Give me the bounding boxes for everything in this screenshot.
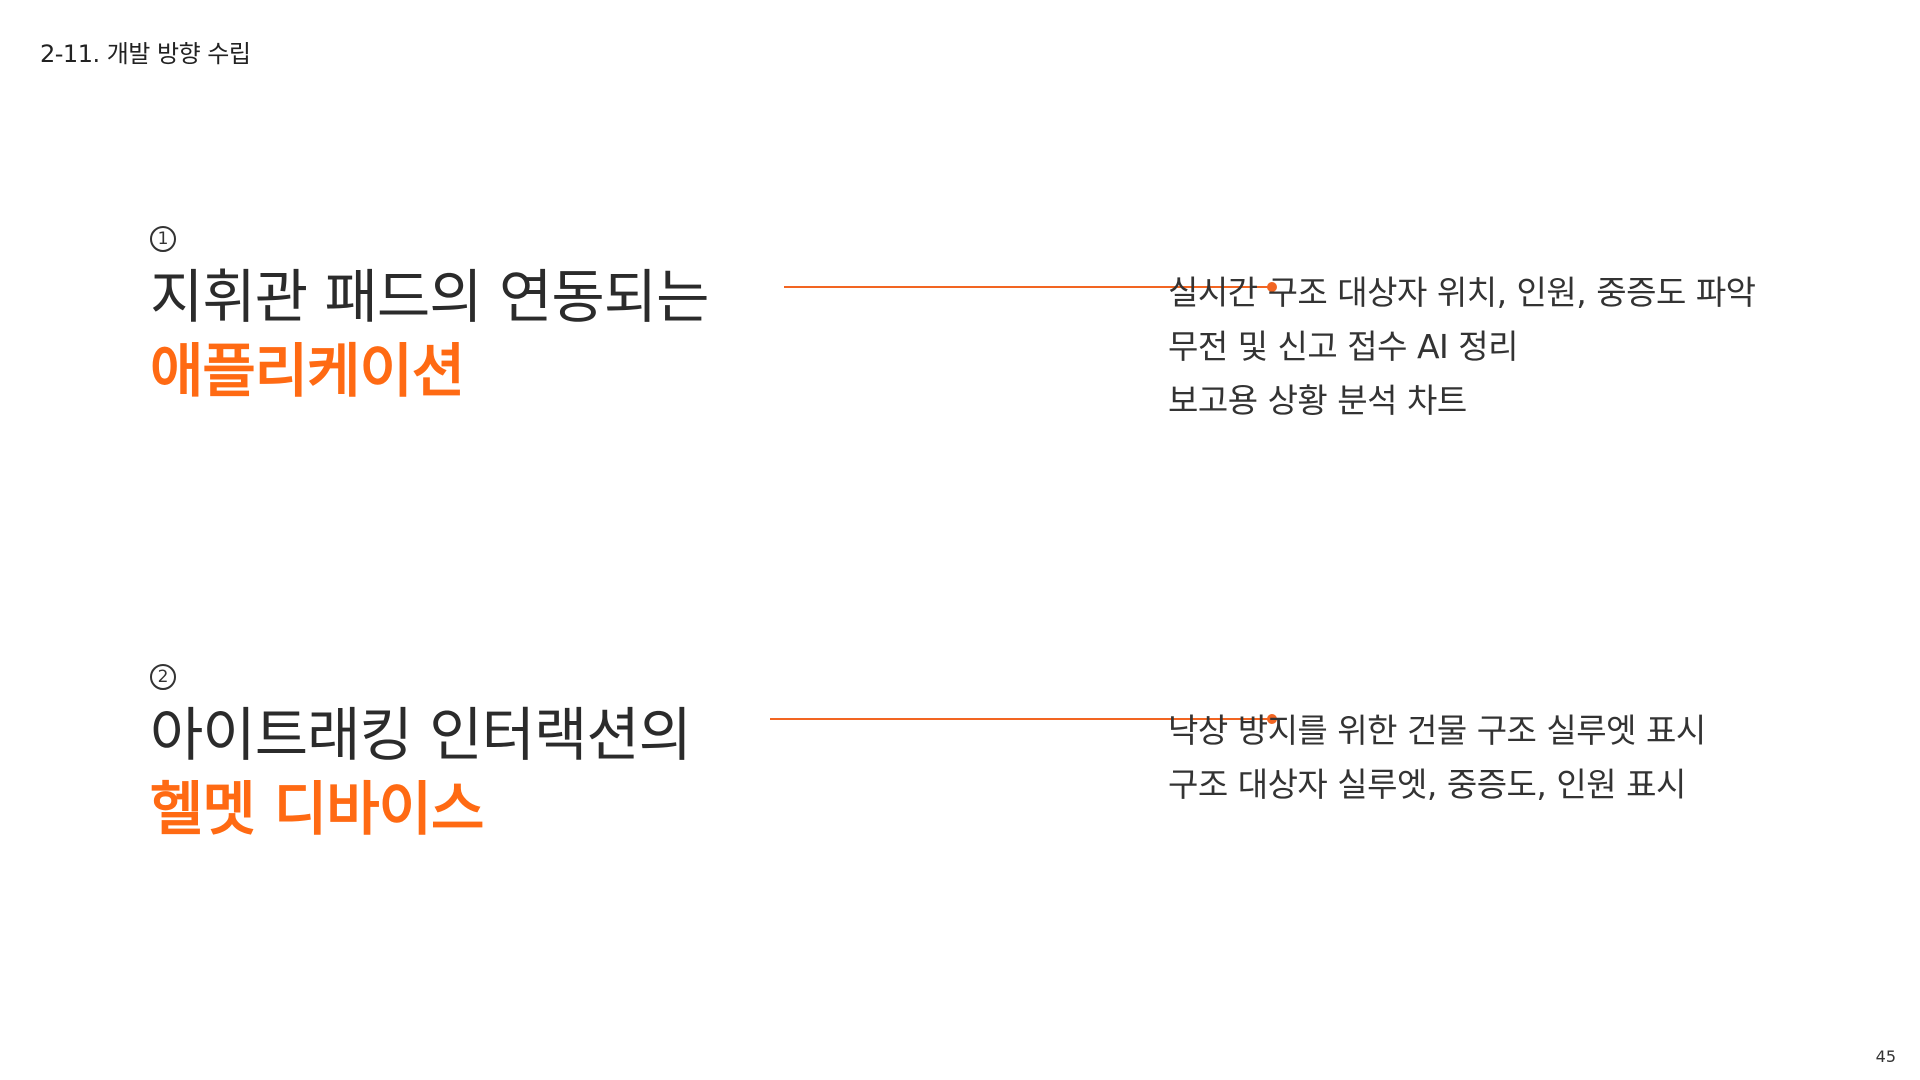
- detail-item: 무전 및 신고 접수 AI 정리: [1168, 327, 1518, 366]
- item-title-line1: 지휘관 패드의 연동되는: [150, 263, 709, 331]
- item-title-line1: 아이트래킹 인터랙션의: [150, 701, 692, 769]
- connector-line: [770, 714, 1277, 724]
- connector-dot-icon: [1267, 282, 1277, 292]
- section-label: 2-11. 개발 방향 수립: [40, 40, 251, 68]
- item-block-1: 1 지휘관 패드의 연동되는 애플리케이션 실시간 구조 대상자 위치, 인원,…: [150, 226, 1850, 420]
- detail-item: 구조 대상자 실루엣, 중증도, 인원 표시: [1168, 765, 1686, 804]
- item-title-highlight: 헬멧 디바이스: [150, 775, 484, 843]
- item-block-2: 2 아이트래킹 인터랙션의 헬멧 디바이스 낙상 방지를 위한 건물 구조 실루…: [150, 664, 1850, 846]
- item-number-badge: 2: [150, 664, 176, 690]
- connector-dot-icon: [1267, 714, 1277, 724]
- detail-item: 보고용 상황 분석 차트: [1168, 381, 1467, 420]
- item-title-highlight: 애플리케이션: [150, 337, 465, 405]
- item-detail-list: 낙상 방지를 위한 건물 구조 실루엣 표시 구조 대상자 실루엣, 중증도, …: [1168, 704, 1706, 812]
- item-detail-list: 실시간 구조 대상자 위치, 인원, 중증도 파악 무전 및 신고 접수 AI …: [1168, 266, 1756, 428]
- detail-item: 실시간 구조 대상자 위치, 인원, 중증도 파악: [1168, 273, 1756, 312]
- detail-item: 낙상 방지를 위한 건물 구조 실루엣 표시: [1168, 711, 1706, 750]
- page-number: 45: [1875, 1047, 1896, 1066]
- connector-line: [784, 282, 1277, 292]
- item-number-badge: 1: [150, 226, 176, 252]
